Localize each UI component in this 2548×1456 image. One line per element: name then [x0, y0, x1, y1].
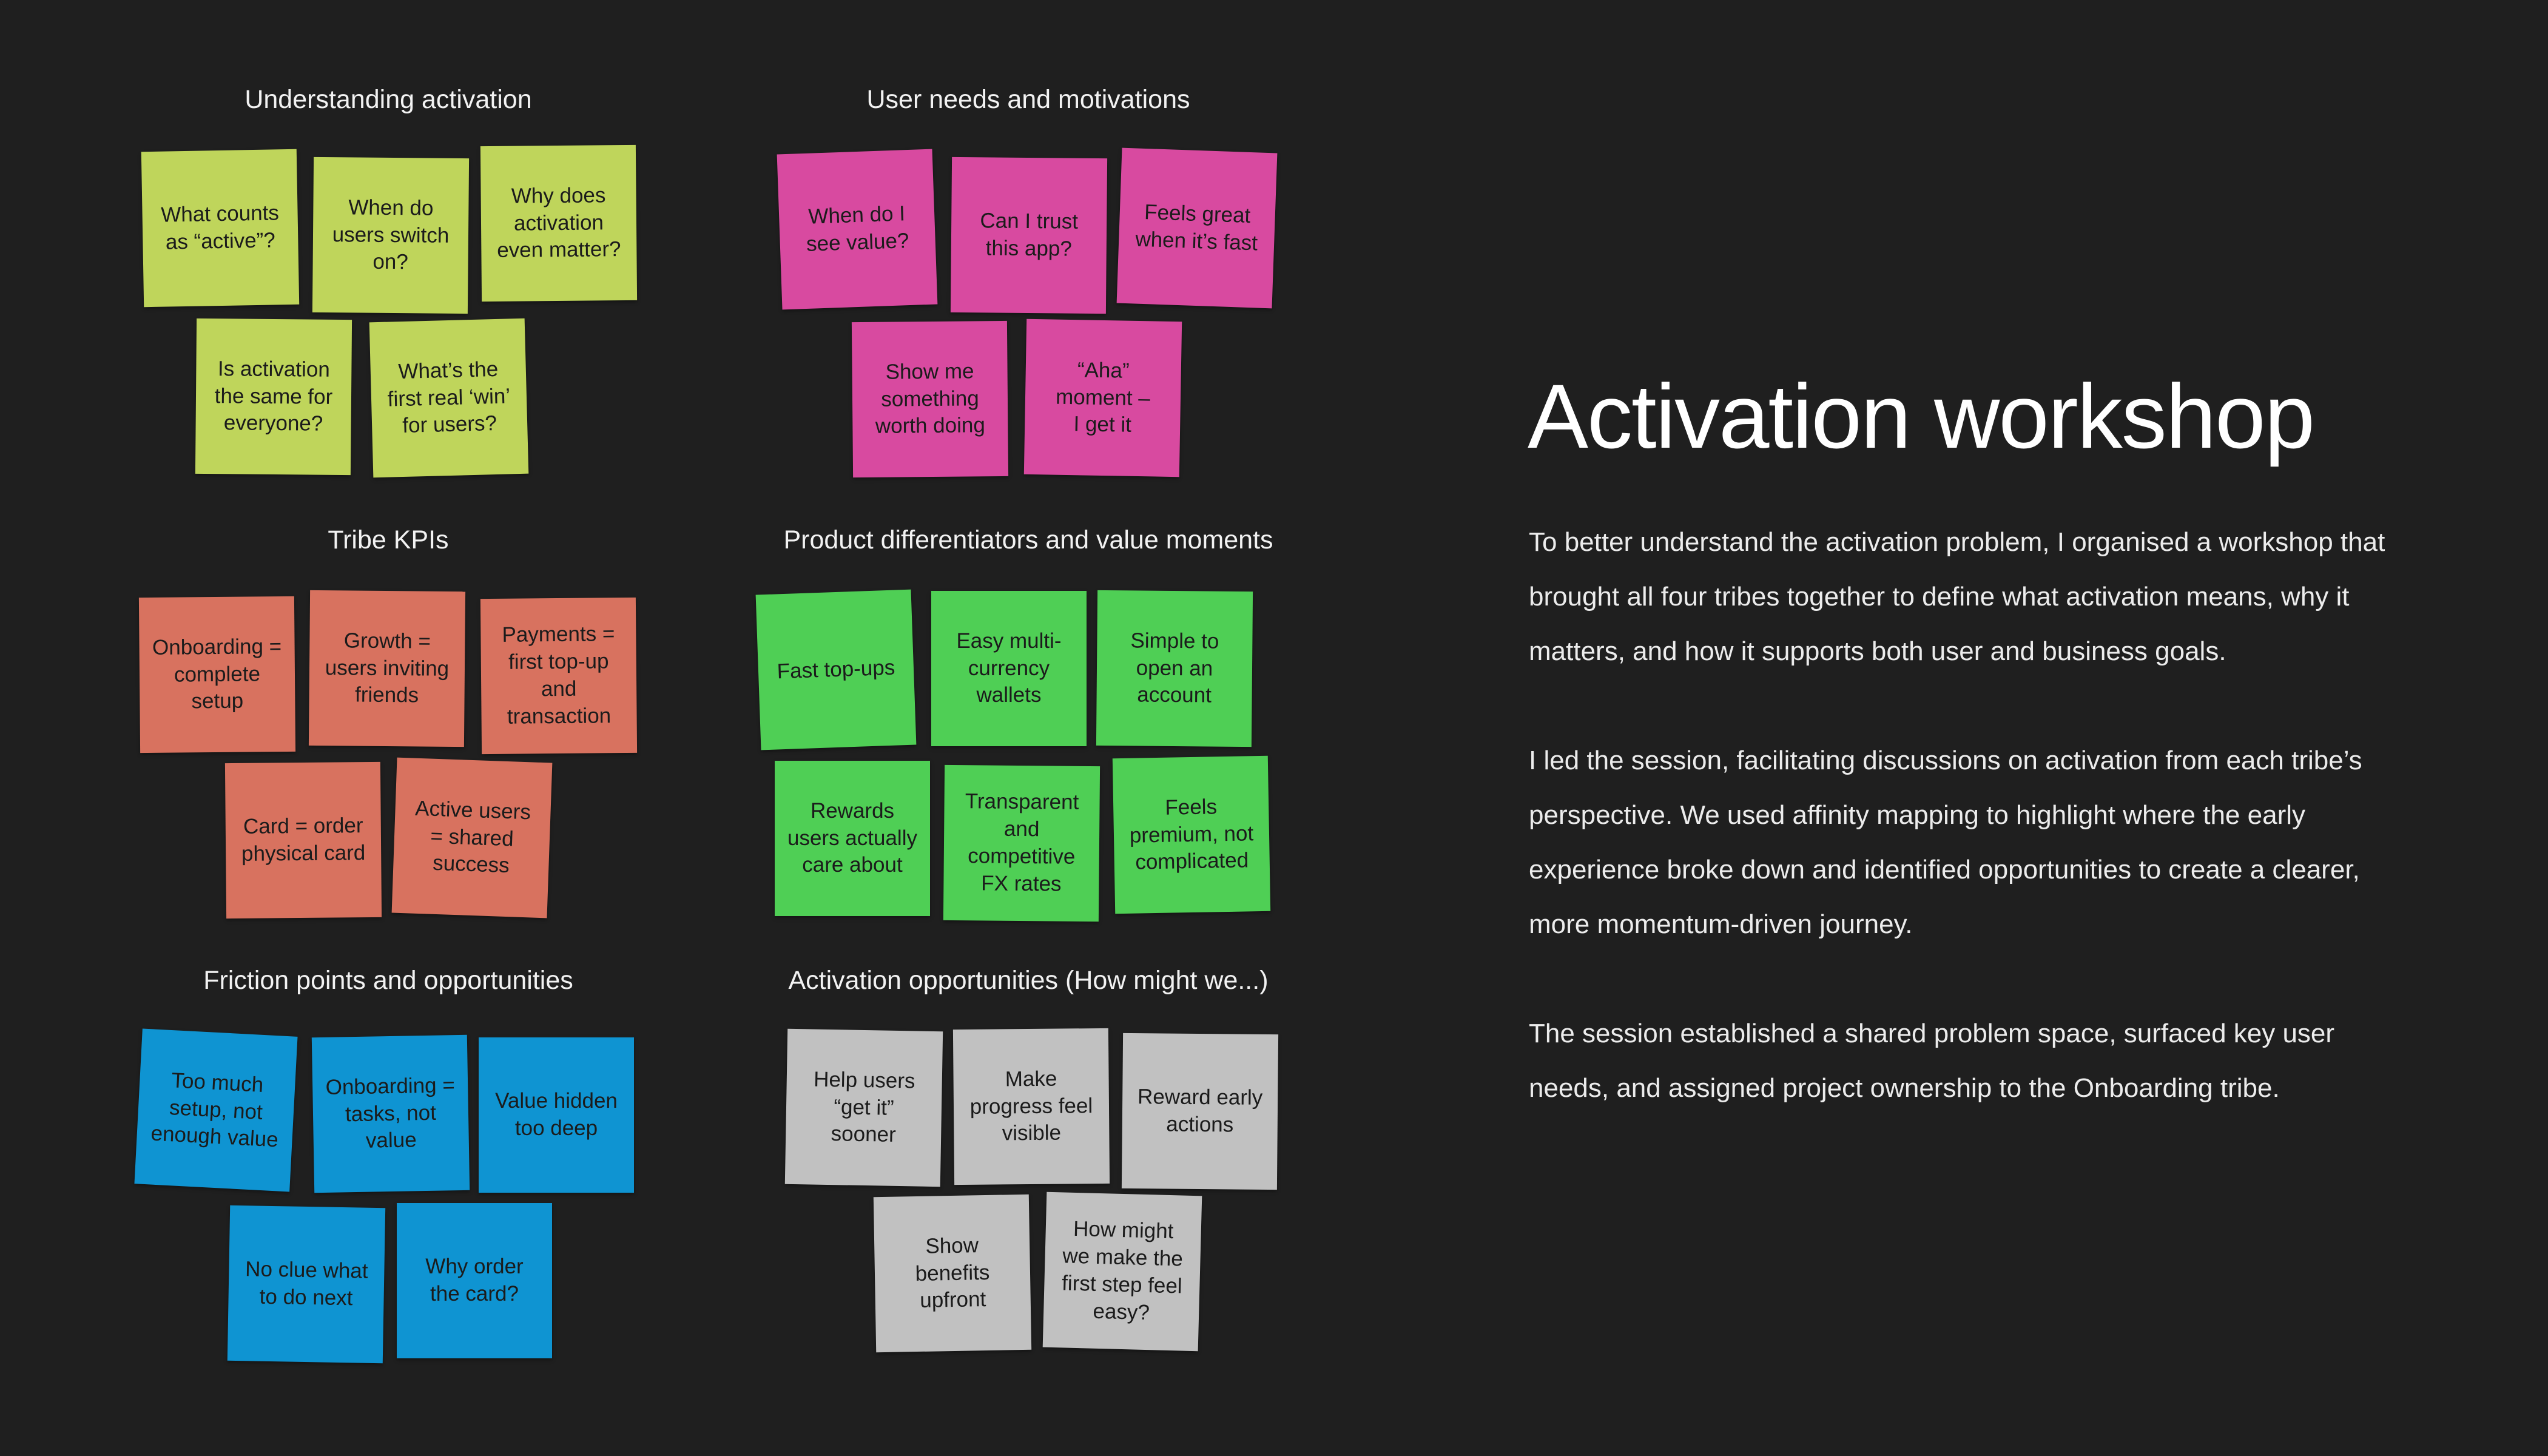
sticky-note[interactable]: “Aha” moment – I get it: [1023, 318, 1182, 477]
workshop-title: Activation workshop: [1528, 365, 2315, 467]
sticky-note[interactable]: Onboarding = complete setup: [138, 596, 296, 753]
sticky-note[interactable]: Active users = shared success: [391, 757, 553, 918]
sticky-note[interactable]: Simple to open an account: [1096, 590, 1253, 747]
group-title-friction-points: Friction points and opportunities: [203, 966, 573, 995]
workshop-paragraph-intro: To better understand the activation prob…: [1529, 527, 2385, 666]
sticky-note[interactable]: Fast top-ups: [755, 589, 917, 750]
sticky-note[interactable]: Payments = first top-up and transaction: [480, 597, 638, 755]
sticky-note[interactable]: When do users switch on?: [312, 157, 470, 314]
sticky-note[interactable]: Feels premium, not complicated: [1112, 755, 1271, 914]
sticky-note[interactable]: Make progress feel visible: [952, 1028, 1110, 1185]
sticky-note[interactable]: Is activation the same for everyone?: [195, 318, 352, 476]
sticky-note[interactable]: Help users “get it” sooner: [784, 1028, 943, 1187]
sticky-note[interactable]: Show me something worth doing: [851, 320, 1009, 478]
sticky-note[interactable]: Can I trust this app?: [950, 157, 1108, 314]
sticky-note[interactable]: Reward early actions: [1121, 1033, 1279, 1190]
sticky-note[interactable]: How might we make the first step feel ea…: [1042, 1191, 1202, 1352]
sticky-note[interactable]: Easy multi- currency wallets: [931, 591, 1087, 746]
workshop-paragraph-session: I led the session, facilitating discussi…: [1529, 746, 2362, 939]
sticky-note[interactable]: When do I see value?: [777, 149, 938, 310]
sticky-note[interactable]: Growth = users inviting friends: [308, 590, 466, 747]
sticky-note[interactable]: Rewards users actually care about: [775, 761, 930, 916]
sticky-note[interactable]: Feels great when it’s fast: [1116, 147, 1278, 309]
sticky-note[interactable]: What’s the first real ‘win’ for users?: [369, 318, 529, 478]
sticky-note[interactable]: Transparent and competitive FX rates: [943, 764, 1100, 922]
group-title-understanding-activation: Understanding activation: [244, 85, 532, 114]
group-title-activation-opportunities: Activation opportunities (How might we..…: [788, 966, 1269, 995]
group-title-tribe-kpis: Tribe KPIs: [328, 525, 449, 554]
group-title-product-differentiators: Product differentiators and value moment…: [783, 525, 1273, 554]
sticky-note[interactable]: Card = order physical card: [224, 761, 382, 919]
sticky-note[interactable]: Value hidden too deep: [479, 1037, 634, 1193]
group-title-user-needs: User needs and motivations: [866, 85, 1190, 114]
workshop-paragraph-outcome: The session established a shared problem…: [1529, 1019, 2335, 1103]
sticky-note[interactable]: Too much setup, not enough value: [134, 1028, 298, 1192]
sticky-note[interactable]: Why order the card?: [397, 1203, 552, 1358]
sticky-note[interactable]: No clue what to do next: [227, 1205, 386, 1364]
sticky-note[interactable]: What counts as “active”?: [141, 149, 300, 308]
sticky-note[interactable]: Why does activation even matter?: [480, 144, 638, 302]
sticky-note[interactable]: Onboarding = tasks, not value: [311, 1034, 470, 1193]
sticky-note[interactable]: Show benefits upfront: [873, 1194, 1032, 1353]
